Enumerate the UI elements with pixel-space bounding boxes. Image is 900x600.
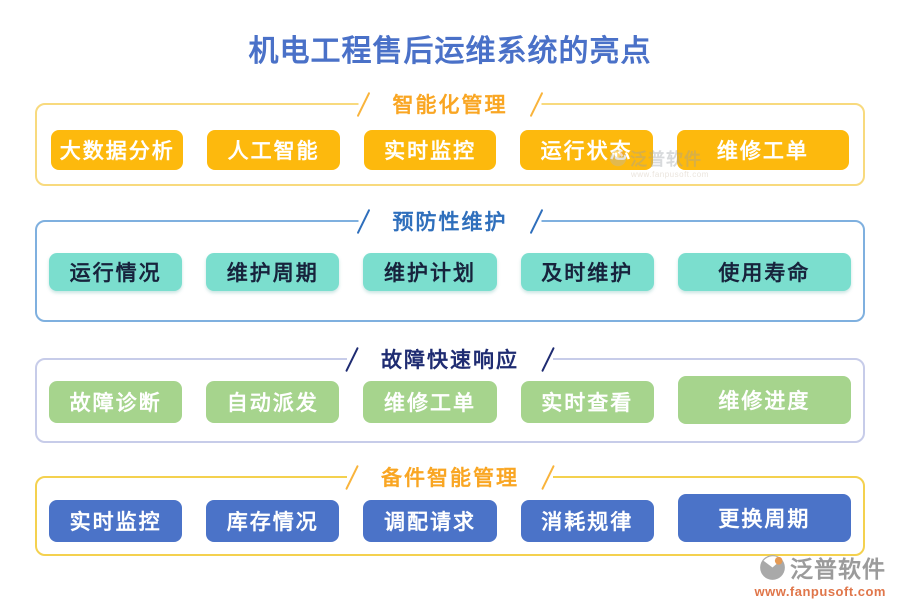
slash-decoration-icon [345, 346, 359, 372]
feature-chip-maintenance-cycle[interactable]: 维护周期 [206, 253, 340, 291]
feature-chip-repair-ticket[interactable]: 维修工单 [676, 130, 849, 170]
section-spare-parts-management: 备件智能管理 实时监控 库存情况 调配请求 消耗规律 更换周期 [35, 461, 865, 556]
slash-decoration-icon [356, 208, 371, 234]
slash-decoration-icon [541, 464, 555, 490]
section-header: 智能化管理 [356, 88, 544, 120]
slash-decoration-icon [529, 91, 544, 117]
feature-chip-big-data-analysis[interactable]: 大数据分析 [51, 130, 184, 170]
section-smart-management: 智能化管理 大数据分析 人工智能 实时监控 运行状态 维修工单 泛普软件 www… [35, 88, 865, 186]
feature-chip-consumption-pattern[interactable]: 消耗规律 [520, 499, 654, 542]
feature-chip-realtime-monitoring[interactable]: 实时监控 [363, 130, 497, 170]
feature-chip-row: 运行情况 维护周期 维护计划 及时维护 使用寿命 [37, 222, 863, 291]
feature-chip-row: 故障诊断 自动派发 维修工单 实时查看 维修进度 [37, 360, 863, 424]
slash-decoration-icon [529, 208, 544, 234]
feature-chip-repair-ticket[interactable]: 维修工单 [363, 381, 497, 423]
feature-chip-realtime-monitoring[interactable]: 实时监控 [49, 499, 183, 542]
feature-chip-maintenance-plan[interactable]: 维护计划 [363, 253, 497, 291]
slash-decoration-icon [356, 91, 371, 117]
feature-chip-inventory-status[interactable]: 库存情况 [206, 499, 340, 542]
section-preventive-maintenance: 预防性维护 运行情况 维护周期 维护计划 及时维护 使用寿命 [35, 205, 865, 322]
slash-decoration-icon [345, 464, 359, 490]
section-header: 故障快速响应 [345, 343, 555, 375]
section-title: 预防性维护 [392, 210, 508, 234]
feature-chip-artificial-intelligence[interactable]: 人工智能 [207, 130, 340, 170]
feature-chip-timely-maintenance[interactable]: 及时维护 [520, 253, 654, 291]
footer-url-link[interactable]: www.fanpusoft.com [754, 584, 886, 599]
section-title: 故障快速响应 [381, 348, 519, 372]
section-title: 备件智能管理 [381, 466, 519, 490]
feature-chip-operation-condition[interactable]: 运行情况 [49, 253, 183, 291]
feature-chip-auto-dispatch[interactable]: 自动派发 [206, 381, 340, 423]
footer-brand-name: 泛普软件 [790, 557, 886, 582]
section-fault-rapid-response: 故障快速响应 故障诊断 自动派发 维修工单 实时查看 维修进度 [35, 343, 865, 443]
page-title: 机电工程售后运维系统的亮点 [248, 35, 652, 68]
feature-chip-running-status[interactable]: 运行状态 [520, 130, 653, 170]
feature-chip-repair-progress[interactable]: 维修进度 [677, 376, 851, 424]
feature-chip-replacement-cycle[interactable]: 更换周期 [677, 494, 851, 542]
feature-chip-service-life[interactable]: 使用寿命 [677, 253, 851, 291]
slash-decoration-icon [541, 346, 555, 372]
section-header: 预防性维护 [356, 205, 544, 237]
fanpu-logo-icon [760, 554, 785, 580]
feature-chip-row: 大数据分析 人工智能 实时监控 运行状态 维修工单 [37, 105, 863, 170]
feature-chip-fault-diagnosis[interactable]: 故障诊断 [49, 381, 183, 423]
feature-chip-realtime-view[interactable]: 实时查看 [520, 381, 654, 423]
feature-chip-row: 实时监控 库存情况 调配请求 消耗规律 更换周期 [37, 478, 863, 542]
feature-chip-allocation-request[interactable]: 调配请求 [363, 499, 497, 542]
brand-footer: 泛普软件 www.fanpusoft.com [754, 550, 886, 599]
section-title: 智能化管理 [392, 93, 508, 117]
section-header: 备件智能管理 [345, 461, 555, 493]
watermark-url: www.fanpusoft.com [631, 170, 709, 179]
